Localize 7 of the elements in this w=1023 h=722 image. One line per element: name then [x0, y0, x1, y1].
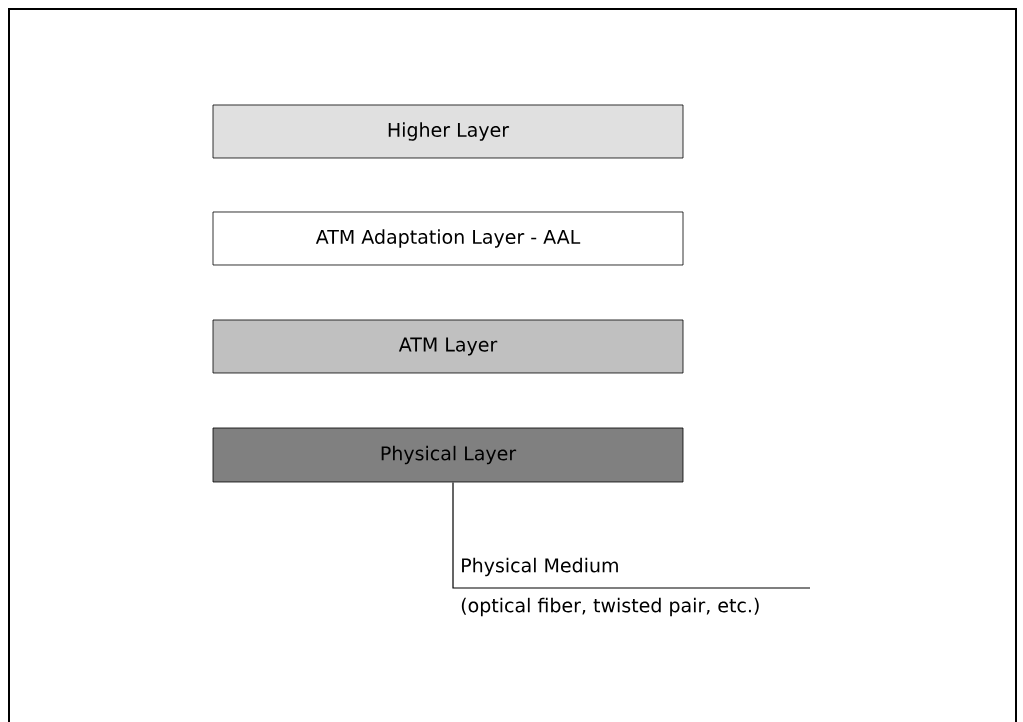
layer-box: Higher Layer [212, 104, 684, 159]
layer-box: Physical Layer [212, 427, 684, 483]
connector-line [452, 481, 811, 589]
medium-label: (optical fiber, twisted pair, etc.) [461, 597, 759, 617]
medium-label: Physical Medium [462, 557, 618, 577]
layer-box: ATM Layer [212, 319, 684, 374]
layer-box: ATM Adaptation Layer - AAL [212, 211, 684, 266]
